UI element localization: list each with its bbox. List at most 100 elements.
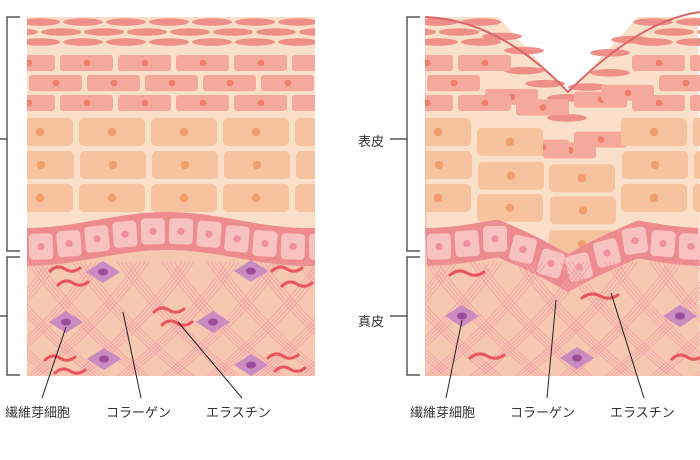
cell-nucleus [435, 242, 443, 251]
cell-nucleus [141, 59, 149, 67]
granular-cell [425, 55, 453, 71]
elastin-fiber [43, 354, 77, 362]
collagen-fiber [425, 316, 491, 376]
corneum-cell [84, 28, 124, 36]
collagen-fiber [71, 261, 183, 376]
collagen-fiber [128, 261, 240, 376]
corneum-cell [697, 29, 700, 35]
collagen-fiber [469, 261, 581, 376]
cell-nucleus [141, 99, 149, 107]
collagen-fiber [27, 261, 48, 290]
collagen-fiber [79, 261, 191, 376]
cell-nucleus [27, 59, 33, 67]
collagen-fiber [514, 261, 626, 376]
collagen-fiber [27, 355, 52, 376]
collagen-fiber [425, 358, 446, 376]
cell-nucleus [83, 99, 91, 107]
collagen-fiber [27, 316, 93, 376]
cell-nucleus [506, 171, 516, 180]
cell-nucleus [434, 160, 444, 170]
collagen-fiber [571, 261, 683, 376]
cell-nucleus [578, 206, 588, 215]
corneum-cell [63, 38, 103, 46]
cell-nucleus [252, 160, 262, 170]
cell-nucleus [27, 99, 33, 107]
collagen-fiber [300, 261, 315, 282]
corneum-cell [321, 18, 361, 26]
collagen-fiber [124, 261, 236, 376]
elastin-label-left: エラスチン [206, 406, 271, 421]
collagen-fiber [165, 261, 277, 376]
collagen-fiber [214, 275, 315, 376]
elastin-fiber [670, 353, 700, 361]
collagen-label-left: コラーゲン [106, 406, 172, 421]
fibroblast-nucleus [246, 267, 256, 275]
collagen-fiber [0, 262, 10, 376]
cell-nucleus [659, 239, 667, 248]
collagen-fiber [210, 261, 315, 372]
skin-surface-line [425, 11, 700, 94]
collagen-fiber [259, 326, 315, 376]
fibroblast-nucleus [457, 312, 467, 320]
collagen-fiber [481, 261, 593, 376]
corneum-cell [439, 28, 479, 36]
cell-nucleus [36, 160, 46, 170]
collagen-fiber [75, 261, 187, 376]
corneum-cell [256, 28, 296, 36]
cell-nucleus [168, 79, 176, 87]
elastin-fiber [273, 365, 307, 373]
corneum-cell [547, 114, 587, 122]
cell-nucleus [324, 194, 332, 202]
collagen-fiber [0, 262, 2, 376]
collagen-fiber [425, 261, 458, 304]
collagen-fiber [27, 261, 56, 299]
collagen-fiber [0, 262, 6, 376]
collagen-fiber [255, 322, 315, 376]
cell-nucleus [655, 59, 663, 67]
elastin-fiber [468, 352, 506, 360]
cell-nucleus [205, 230, 213, 238]
collagen-fiber [27, 261, 101, 345]
cell-nucleus [180, 160, 190, 170]
cell-nucleus [505, 203, 515, 213]
fibroblast-nucleus [208, 318, 218, 326]
granular-cell [690, 55, 700, 71]
collagen-fiber [27, 312, 97, 376]
collagen-fiber [0, 262, 6, 376]
corneum-cell [170, 28, 210, 36]
collagen-fiber [218, 280, 315, 376]
granular-cell [292, 95, 315, 111]
cell-nucleus [481, 59, 489, 67]
collagen-fiber [214, 261, 315, 369]
cell-nucleus [179, 127, 189, 137]
collagen-fiber [27, 307, 101, 376]
normal-skin-panel [0, 17, 361, 376]
cell-nucleus [93, 235, 101, 243]
cell-nucleus [226, 79, 234, 87]
collagen-fiber [657, 339, 700, 376]
collagen-fiber [653, 335, 700, 376]
collagen-fiber [473, 261, 585, 376]
cell-nucleus [631, 237, 639, 245]
corneum-cell [213, 28, 253, 36]
collagen-fiber [649, 331, 700, 376]
cell-nucleus [37, 242, 45, 251]
collagen-fiber [477, 261, 589, 376]
collagen-fiber [173, 261, 285, 376]
corneum-cell [461, 38, 501, 46]
corneum-cell [41, 28, 81, 36]
spinous-cell [425, 151, 472, 179]
collagen-fiber [27, 261, 52, 294]
granular-cell [292, 55, 315, 71]
collagen-fiber [206, 264, 315, 376]
collagen-fiber [0, 262, 2, 376]
collagen-fiber [304, 261, 315, 277]
elastin-fiber [160, 319, 194, 327]
cell-nucleus [425, 59, 431, 67]
collagen-fiber [251, 261, 315, 336]
cell-nucleus [316, 60, 323, 67]
cell-nucleus [624, 89, 632, 97]
brackets-and-leaders [0, 16, 645, 399]
elastin-fiber [266, 352, 300, 360]
collagen-fiber [661, 342, 700, 376]
